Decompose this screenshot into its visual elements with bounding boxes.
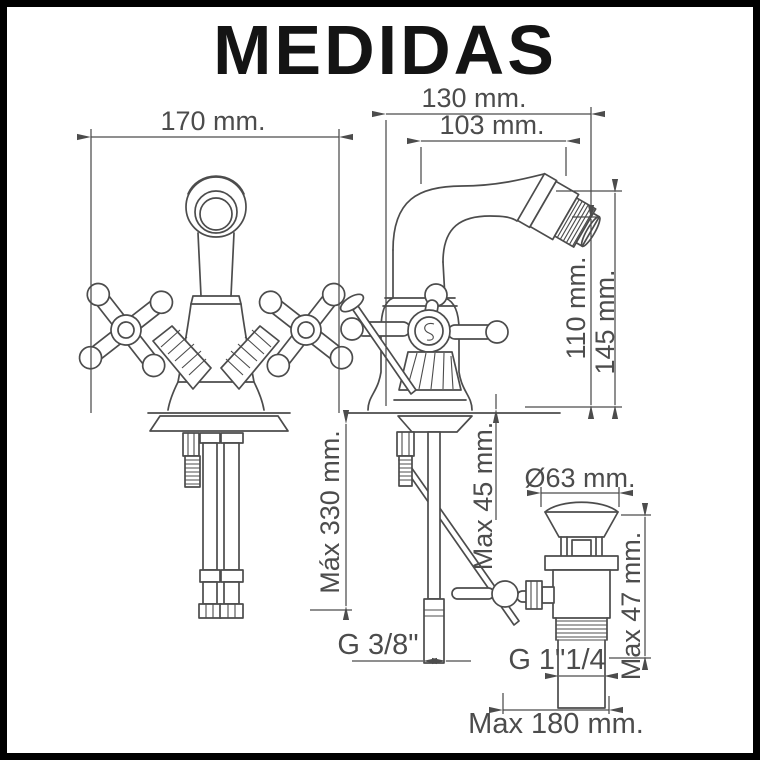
drain-thread <box>555 617 608 641</box>
dim-label-130: 130 mm. <box>421 83 526 113</box>
dim-label-180: Max 180 mm. <box>468 708 644 740</box>
front-body <box>167 232 265 411</box>
dim-label-47: Max 47 mm. <box>616 532 646 681</box>
drain-flange <box>544 555 619 571</box>
dim-label-103: 103 mm. <box>439 110 544 140</box>
dim-label-g114: G 1"1/4 <box>508 644 605 676</box>
dim-hose-length: Máx 330 mm. <box>310 410 352 620</box>
dim-drain-thread: G 1"1/4 <box>508 644 618 680</box>
dim-front-width: 170 mm. <box>77 106 353 413</box>
dim-deck-thickness: Max 45 mm. <box>468 394 500 571</box>
dim-label-g38: G 3/8" <box>337 629 418 661</box>
dim-label-110: 110 mm. <box>561 256 591 359</box>
dim-spout-top-height: 145 mm. <box>556 179 622 419</box>
drain-side-nut <box>525 580 555 610</box>
front-supply <box>182 432 244 619</box>
side-spout <box>392 173 545 263</box>
dim-plug-diameter: Ø63 mm. <box>524 463 636 507</box>
side-popup-rod <box>339 293 417 395</box>
dim-label-45: Max 45 mm. <box>468 422 498 571</box>
side-view <box>339 172 601 664</box>
script-logo-icon <box>424 322 435 341</box>
dim-spout-reach-inner: 103 mm. <box>407 110 580 184</box>
front-handle-right <box>220 282 354 390</box>
dim-inlet-thread: G 3/8" <box>337 629 471 665</box>
dim-spout-reach-outer: 130 mm. <box>372 83 605 406</box>
dim-rod-length: Max 180 mm. <box>468 693 644 740</box>
side-aerator <box>516 172 601 248</box>
dim-label-d63: Ø63 mm. <box>524 463 635 493</box>
front-spout-top <box>185 175 247 238</box>
dimension-annotations: 170 mm. 130 mm. 103 mm. 110 mm. 145 mm. … <box>77 83 651 740</box>
front-handle-left <box>78 282 212 390</box>
drain-assembly <box>525 501 619 709</box>
dim-label-145: 145 mm. <box>590 269 620 374</box>
dim-drain-height: Max 47 mm. <box>609 503 651 681</box>
dim-label-330: Máx 330 mm. <box>315 430 345 594</box>
page-title: MEDIDAS <box>213 11 557 89</box>
dim-outlet-height: 110 mm. <box>525 205 622 419</box>
drain-body <box>552 569 611 619</box>
drain-plug <box>544 501 619 557</box>
side-supply <box>396 431 445 664</box>
dim-label-170: 170 mm. <box>160 106 265 136</box>
side-handle <box>340 283 509 401</box>
front-view <box>78 175 354 619</box>
front-mounting <box>147 412 291 432</box>
side-mounting <box>344 412 561 433</box>
